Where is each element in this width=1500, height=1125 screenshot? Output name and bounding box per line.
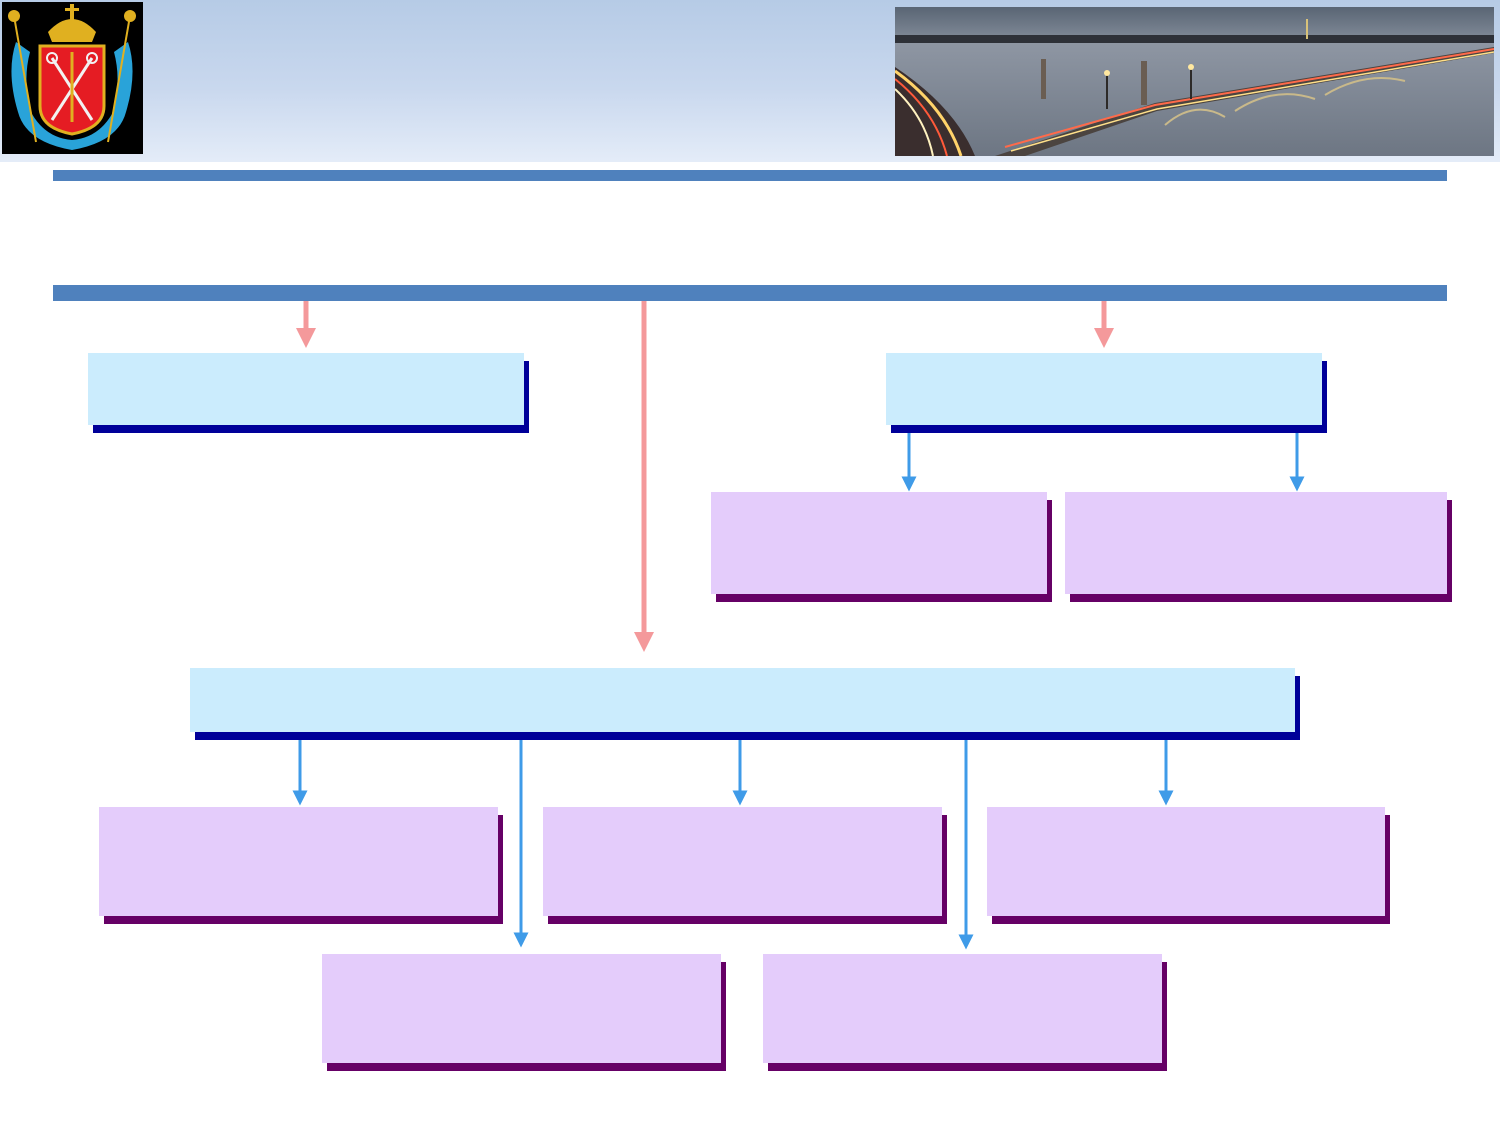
center-box-label xyxy=(190,668,1295,732)
bottom-box-row2-1-label xyxy=(322,954,721,1063)
diagram-root-bar xyxy=(53,285,1447,301)
trinity-bridge-photo xyxy=(895,7,1494,156)
bottom-box-row1-2-label xyxy=(543,807,942,916)
center-box xyxy=(190,668,1295,732)
right-sub-box-2-label xyxy=(1065,492,1447,594)
bottom-box-row1-2 xyxy=(543,807,942,916)
right-sub-box-1-label xyxy=(711,492,1047,594)
bottom-box-row2-2 xyxy=(763,954,1162,1063)
top-right-box-label xyxy=(886,353,1322,425)
top-left-box-label xyxy=(88,353,524,425)
bottom-box-row1-3-label xyxy=(987,807,1385,916)
saint-petersburg-coat-of-arms-icon xyxy=(2,2,143,154)
header-divider xyxy=(53,170,1447,181)
right-sub-box-1 xyxy=(711,492,1047,594)
top-left-box xyxy=(88,353,524,425)
bottom-box-row1-3 xyxy=(987,807,1385,916)
bottom-box-row2-1 xyxy=(322,954,721,1063)
bottom-box-row2-2-label xyxy=(763,954,1162,1063)
bottom-box-row1-1 xyxy=(99,807,498,916)
bottom-box-row1-1-label xyxy=(99,807,498,916)
right-sub-box-2 xyxy=(1065,492,1447,594)
top-right-box xyxy=(886,353,1322,425)
